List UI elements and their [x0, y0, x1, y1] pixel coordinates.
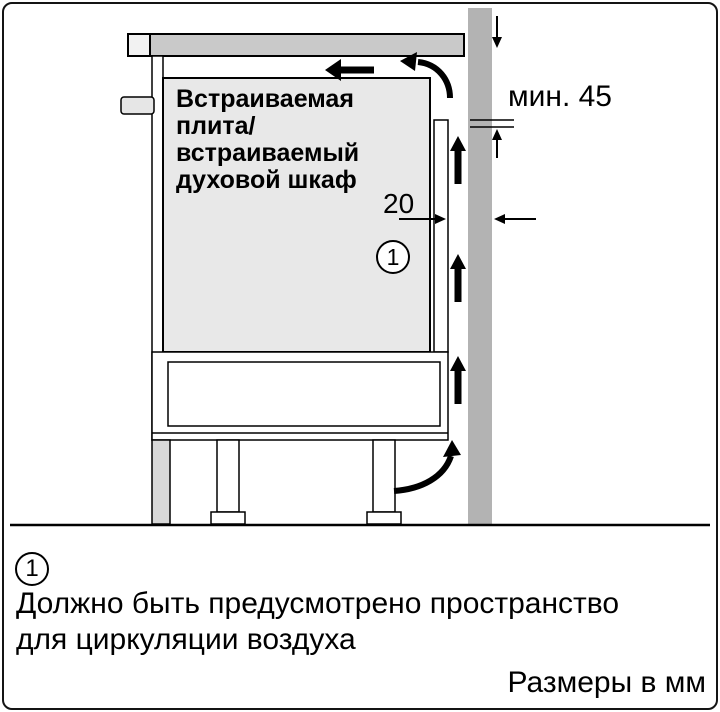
right-leg-foot — [366, 511, 402, 525]
min-distance-label: мин. 45 — [508, 80, 612, 113]
airflow-bottom-curve-arrowhead-icon — [443, 440, 461, 457]
gap-dimension-label: 20 — [383, 188, 415, 219]
drawer-front — [167, 361, 441, 427]
diagram-callout-1-number: 1 — [386, 243, 400, 270]
legend-callout-1: 1 — [15, 552, 49, 586]
units-note: Размеры в мм — [507, 666, 706, 699]
appliance-label: Встраиваемая плита/ встраиваемый духовой… — [176, 85, 360, 194]
airflow-up-arrow-1-icon — [450, 136, 466, 184]
airflow-bottom-curve — [393, 454, 454, 494]
countertop-edge — [127, 33, 151, 57]
diagram-callout-1: 1 — [376, 240, 410, 274]
handle — [120, 96, 155, 115]
airflow-top-left-arrow-icon — [325, 59, 374, 81]
left-leg — [216, 439, 240, 513]
left-leg-foot — [210, 511, 246, 525]
left-plinth — [151, 439, 171, 525]
appliance-body — [162, 77, 431, 353]
airflow-top-curve-arrowhead-icon — [400, 52, 417, 71]
wall — [468, 8, 492, 525]
legend-callout-1-number: 1 — [25, 555, 39, 582]
dim-20-right-arrowhead-icon — [435, 214, 446, 224]
airflow-up-arrow-3-icon — [450, 356, 466, 404]
airflow-top-curve — [417, 59, 453, 99]
dim-20-left-arrowhead-icon — [494, 214, 505, 224]
dim-min45-down-arrowhead-icon — [492, 37, 502, 48]
right-leg — [372, 439, 396, 513]
airflow-up-arrow-2-icon — [450, 254, 466, 302]
side-spacer-panel — [433, 119, 449, 353]
dim-min45-up-arrowhead-icon — [492, 129, 502, 140]
legend-note: Должно быть предусмотрено пространство д… — [16, 587, 620, 656]
